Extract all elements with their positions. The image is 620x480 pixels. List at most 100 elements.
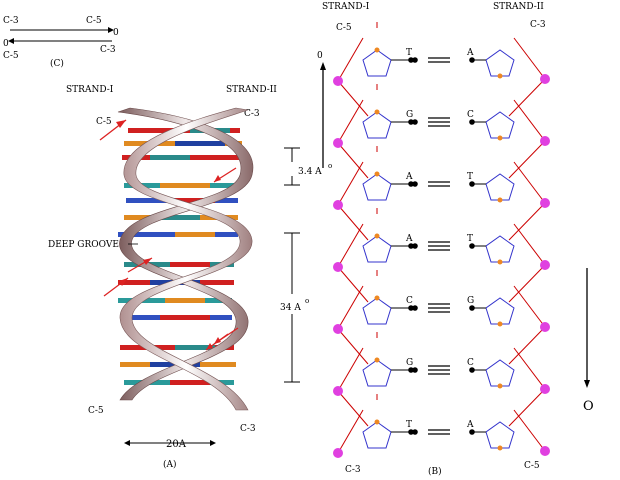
panel-c-top-right-label: C-5 [86, 16, 102, 26]
phosphate-left [333, 200, 343, 210]
phosphate-right [540, 136, 550, 146]
phosphate-right [540, 198, 550, 208]
helix-backbone-strand-2 [119, 107, 253, 411]
arrowhead-icon [8, 38, 14, 44]
base-right-label: T [467, 234, 473, 244]
panel-a-top-right-label: C-3 [244, 109, 260, 119]
sugar-left [362, 49, 392, 77]
base-left-label: A [405, 234, 413, 244]
sugar-right [485, 173, 515, 201]
base-right-label: C [467, 358, 474, 368]
carbon-left [374, 171, 380, 177]
pitch-small-superscript: o [328, 162, 332, 170]
sugar-left [362, 297, 392, 325]
phosphate-right [540, 260, 550, 270]
deep-groove-label: DEEP GROOVE [48, 240, 119, 250]
pitch-large-label: 34 A [280, 303, 301, 313]
pitch-small-dimension: 3.4 A o [284, 147, 332, 186]
panel-c-top-left-label: C-3 [3, 16, 19, 26]
panel-b-dir-down-label: O [583, 399, 594, 414]
panel-c-bottom-start-label: 0 [3, 39, 9, 49]
arrow-icon [116, 120, 126, 128]
panel-b-dir-up-label: 0 [317, 51, 323, 61]
panel-a-bottom-right-label: C-3 [240, 424, 256, 434]
arrowhead-icon [210, 440, 216, 446]
helix-width-label: 20A [166, 439, 187, 450]
sugar-left [362, 359, 392, 387]
panel-b-bottom-right-label: C-5 [524, 461, 540, 471]
phosphate-left [333, 262, 343, 272]
arrow-icon [143, 258, 152, 265]
panel-a-strand2-label: STRAND-II [226, 85, 277, 95]
phosphate-right [540, 446, 550, 456]
arrow-icon [119, 278, 128, 286]
panel-b-top-left-label: C-5 [336, 23, 352, 33]
sugar-right [485, 49, 515, 77]
base-left-label: G [406, 110, 413, 120]
sugar-right [485, 111, 515, 139]
panel-a-strand1-label: STRAND-I [66, 85, 114, 95]
carbon-right [497, 259, 503, 265]
panel-b-strand2-label: STRAND-II [493, 2, 544, 12]
carbon-left [374, 233, 380, 239]
carbon-left [374, 47, 380, 53]
panel-b-caption: (B) [428, 466, 442, 477]
phosphate-right [540, 322, 550, 332]
panel-b-bottom-left-label: C-3 [345, 465, 361, 475]
panel-a: STRAND-I STRAND-II C-5 C-3 [48, 85, 332, 470]
base-left-label: C [406, 296, 413, 306]
phosphate-left [333, 324, 343, 334]
base-right-label: G [467, 296, 474, 306]
carbon-right [497, 197, 503, 203]
panel-b-top-right-label: C-3 [530, 20, 546, 30]
base-right-label: T [467, 172, 473, 182]
sugar-left [362, 111, 392, 139]
strand-2-direction: O [583, 268, 594, 414]
sugar-right [485, 235, 515, 263]
strand-1-direction: 0 [317, 51, 326, 168]
carbon-right [497, 73, 503, 79]
pitch-large-superscript: o [305, 297, 309, 305]
arrowhead-icon [124, 440, 130, 446]
phosphate-left [333, 76, 343, 86]
sugar-left [362, 173, 392, 201]
arrow-icon [206, 343, 213, 350]
sugar-left [362, 235, 392, 263]
base-left-label: T [406, 48, 412, 58]
carbon-left [374, 109, 380, 115]
sugar-left [362, 421, 392, 449]
arrowhead-icon [108, 27, 114, 33]
phosphate-left [333, 448, 343, 458]
pitch-small-label: 3.4 A [298, 167, 322, 177]
panel-c: C-3 C-5 0 0 C-5 C-3 (C) [3, 16, 119, 69]
base-right-label: A [466, 48, 474, 58]
panel-a-top-left-label: C-5 [96, 117, 112, 127]
base-left-label: G [406, 358, 413, 368]
carbon-left [374, 295, 380, 301]
helix-backbone-strand-1 [117, 107, 254, 401]
phosphate-left [333, 138, 343, 148]
arrow-up-icon [320, 62, 326, 70]
sugar-right [485, 297, 515, 325]
panel-a-bottom-left-label: C-5 [88, 406, 104, 416]
carbon-right [497, 383, 503, 389]
carbon-right [497, 321, 503, 327]
carbon-right [497, 135, 503, 141]
panel-b-strand1-label: STRAND-I [322, 2, 370, 12]
helix-width-dimension: 20A [124, 439, 216, 450]
pitch-large-dimension: 34 A o [280, 232, 309, 383]
phosphate-right [540, 384, 550, 394]
arrow-down-icon [584, 380, 590, 388]
panel-c-bottom-right-label: C-3 [100, 45, 116, 55]
panel-a-caption: (A) [163, 459, 177, 470]
carbon-right [497, 445, 503, 451]
carbon-left [374, 357, 380, 363]
